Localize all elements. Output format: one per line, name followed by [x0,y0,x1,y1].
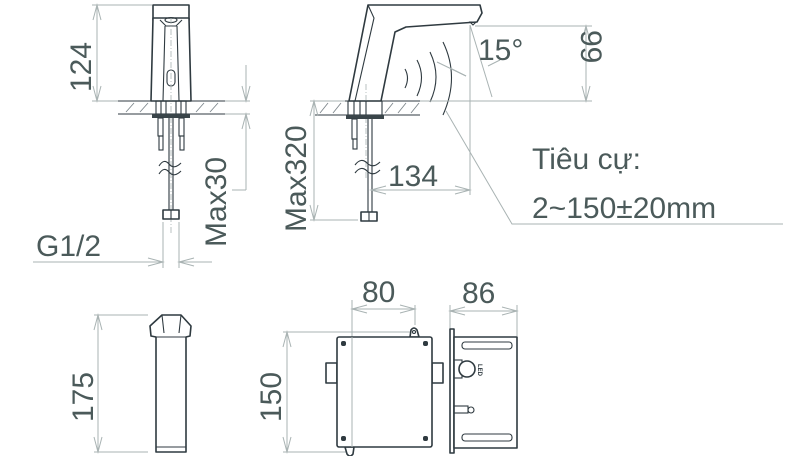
side-view: Max320 134 15° 99 [280,4,783,232]
control-box-front: 80 150 [255,276,444,456]
faucet-top-outline [149,314,192,453]
control-box-side: 86 LED [448,277,519,454]
sensor-note-line1: Tiêu cự: [532,143,641,176]
faucet-side-body [348,4,483,180]
sensor-note-line2: 2~150±20mm [532,192,716,225]
counter-side [315,100,420,119]
spout-height-label: 99 [574,30,607,63]
sensor-range-note: Tiêu cự: 2~150±20mm [532,143,716,225]
angle-label: 15° [478,34,523,67]
front-height-label: 124 [65,42,98,92]
led-port-label: LED [476,364,482,377]
supply-pipes-front [157,117,185,220]
faucet-front-body [150,4,192,235]
top-view: 175 [67,313,192,454]
counter-front [118,100,225,118]
front-view: 124 [33,3,251,268]
supply-pipes-side [351,118,381,222]
top-view-height-label: 175 [67,372,100,422]
sensor-waves [404,41,467,116]
reach-label: 134 [388,160,438,193]
control-box-depth-label: 86 [462,277,495,310]
control-box-height-label: 150 [255,372,288,422]
connection-size-label: G1/2 [36,230,101,263]
side-under-counter-label: Max320 [280,125,313,232]
control-box-width-label: 80 [362,276,395,309]
front-under-counter-label: Max30 [200,157,233,247]
